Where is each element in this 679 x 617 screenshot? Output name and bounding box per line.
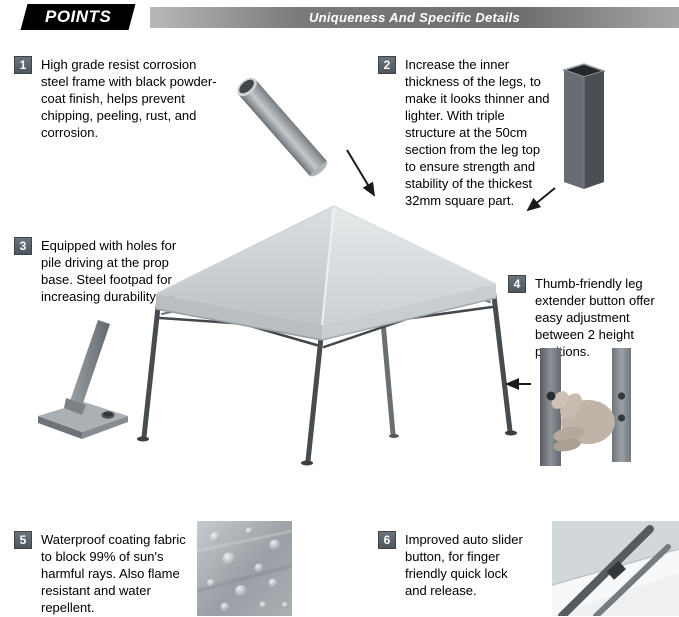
waterproof-fabric-image <box>197 521 292 616</box>
points-label: POINTS <box>44 7 112 26</box>
banner-title: Uniqueness And Specific Details <box>308 10 521 25</box>
points-flag: POINTS <box>20 4 136 30</box>
banner: Uniqueness And Specific Details <box>150 7 679 28</box>
steel-tube-image <box>225 60 350 190</box>
point-5-badge: 5 <box>14 531 32 549</box>
point-5: 5 Waterproof coating fabric to block 99%… <box>14 531 191 616</box>
steel-tube-graphic <box>237 77 328 177</box>
canopy-corner-image <box>552 521 679 616</box>
leg-button-hand-image <box>524 348 648 466</box>
point-3-badge: 3 <box>14 237 32 255</box>
point-6-text: Improved auto slider button, for finger … <box>405 532 523 598</box>
point-4-text: Thumb-friendly leg extender button offer… <box>535 276 655 359</box>
canopy-corner-graphic <box>552 521 679 616</box>
point-1: 1 High grade resist corrosion steel fram… <box>14 56 227 141</box>
leg-post-image <box>553 55 615 197</box>
point-6: 6 Improved auto slider button, for finge… <box>378 531 523 599</box>
point-2: 2 Increase the inner thickness of the le… <box>378 56 553 209</box>
tent-image <box>126 194 528 476</box>
footpad-graphic <box>38 320 128 439</box>
point-1-text: High grade resist corrosion steel frame … <box>41 57 217 140</box>
water-droplets <box>207 527 288 612</box>
point-4: 4 Thumb-friendly leg extender button off… <box>508 275 661 360</box>
arrow-tube-to-tent <box>346 149 376 197</box>
leg-button-hand-graphic <box>540 348 631 466</box>
leg-post-graphic <box>561 63 607 189</box>
point-3: 3 Equipped with holes for pile driving a… <box>14 237 181 305</box>
tent-canopy <box>155 205 497 341</box>
point-5-text: Waterproof coating fabric to block 99% o… <box>41 532 186 615</box>
point-2-badge: 2 <box>378 56 396 74</box>
footpad-image <box>26 320 138 448</box>
waterproof-fabric-graphic <box>197 521 292 616</box>
tent-graphic <box>137 205 517 466</box>
point-1-badge: 1 <box>14 56 32 74</box>
point-6-badge: 6 <box>378 531 396 549</box>
point-4-badge: 4 <box>508 275 526 293</box>
point-3-text: Equipped with holes for pile driving at … <box>41 238 177 304</box>
point-2-text: Increase the inner thickness of the legs… <box>405 57 550 208</box>
hand-shape <box>551 391 615 452</box>
